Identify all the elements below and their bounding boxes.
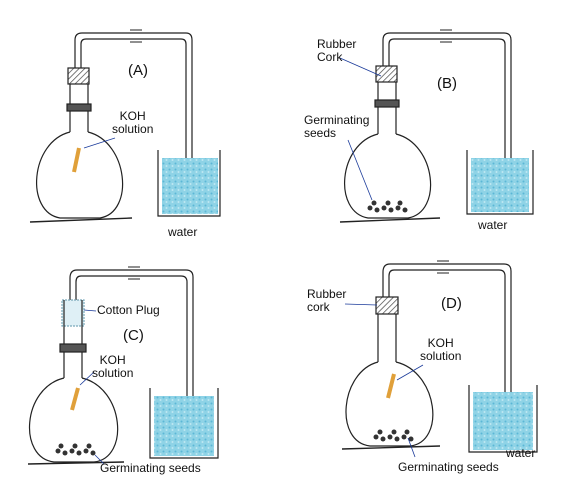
delivery-tube-d (382, 263, 512, 405)
seeds-label-c: Germinating seeds (100, 461, 201, 475)
koh-label-c: KOH solution (92, 353, 134, 380)
cork-b (375, 65, 398, 83)
flask-c (28, 377, 119, 463)
water-d (473, 392, 533, 450)
cotton-plug-label-c: Cotton Plug (97, 303, 160, 317)
koh-tube-c (70, 387, 80, 411)
water-a (162, 158, 218, 214)
clamp-b (374, 99, 400, 108)
water-label-a: water (168, 225, 198, 239)
delivery-tube-c (69, 269, 194, 405)
seeds-c (55, 443, 96, 456)
apparatus-a (29, 29, 221, 223)
cork-a (67, 67, 90, 85)
cork-label-d: Rubber cork (307, 287, 347, 314)
beaker-c (149, 388, 219, 459)
beaker-a (157, 150, 221, 217)
panel-tag-a: (A) (128, 62, 148, 79)
water-label-d: water (506, 446, 536, 460)
panel-tag-b: (B) (437, 75, 457, 92)
water-c (154, 396, 214, 456)
flask-d (345, 361, 434, 447)
cork-label-b: Rubber Cork (317, 37, 357, 64)
koh-label-d: KOH solution (420, 336, 462, 363)
flask-b (344, 133, 432, 219)
seeds-label-d: Germinating seeds (398, 460, 499, 474)
beaker-d (468, 385, 538, 453)
delivery-tube-a (74, 32, 193, 180)
clamp-c (59, 343, 87, 353)
cork-d (375, 296, 399, 315)
apparatus-b (339, 29, 534, 223)
koh-tube-d (386, 373, 396, 399)
koh-tube-a (72, 147, 81, 173)
seeds-label-b: Germinating seeds (304, 113, 370, 140)
clamp-a (66, 103, 92, 112)
seeds-d (373, 429, 414, 442)
apparatus-c (27, 266, 219, 465)
panel-tag-c: (C) (123, 327, 144, 344)
beaker-b (466, 150, 534, 215)
panel-tag-d: (D) (441, 295, 462, 312)
apparatus-d (341, 260, 538, 458)
seeds-b (367, 200, 408, 213)
water-label-b: water (478, 218, 508, 232)
delivery-tube-b (382, 32, 512, 182)
koh-label-a: KOH solution (112, 109, 154, 136)
flask-a (36, 131, 124, 219)
cotton-plug-c (61, 299, 85, 327)
water-b (471, 158, 529, 212)
